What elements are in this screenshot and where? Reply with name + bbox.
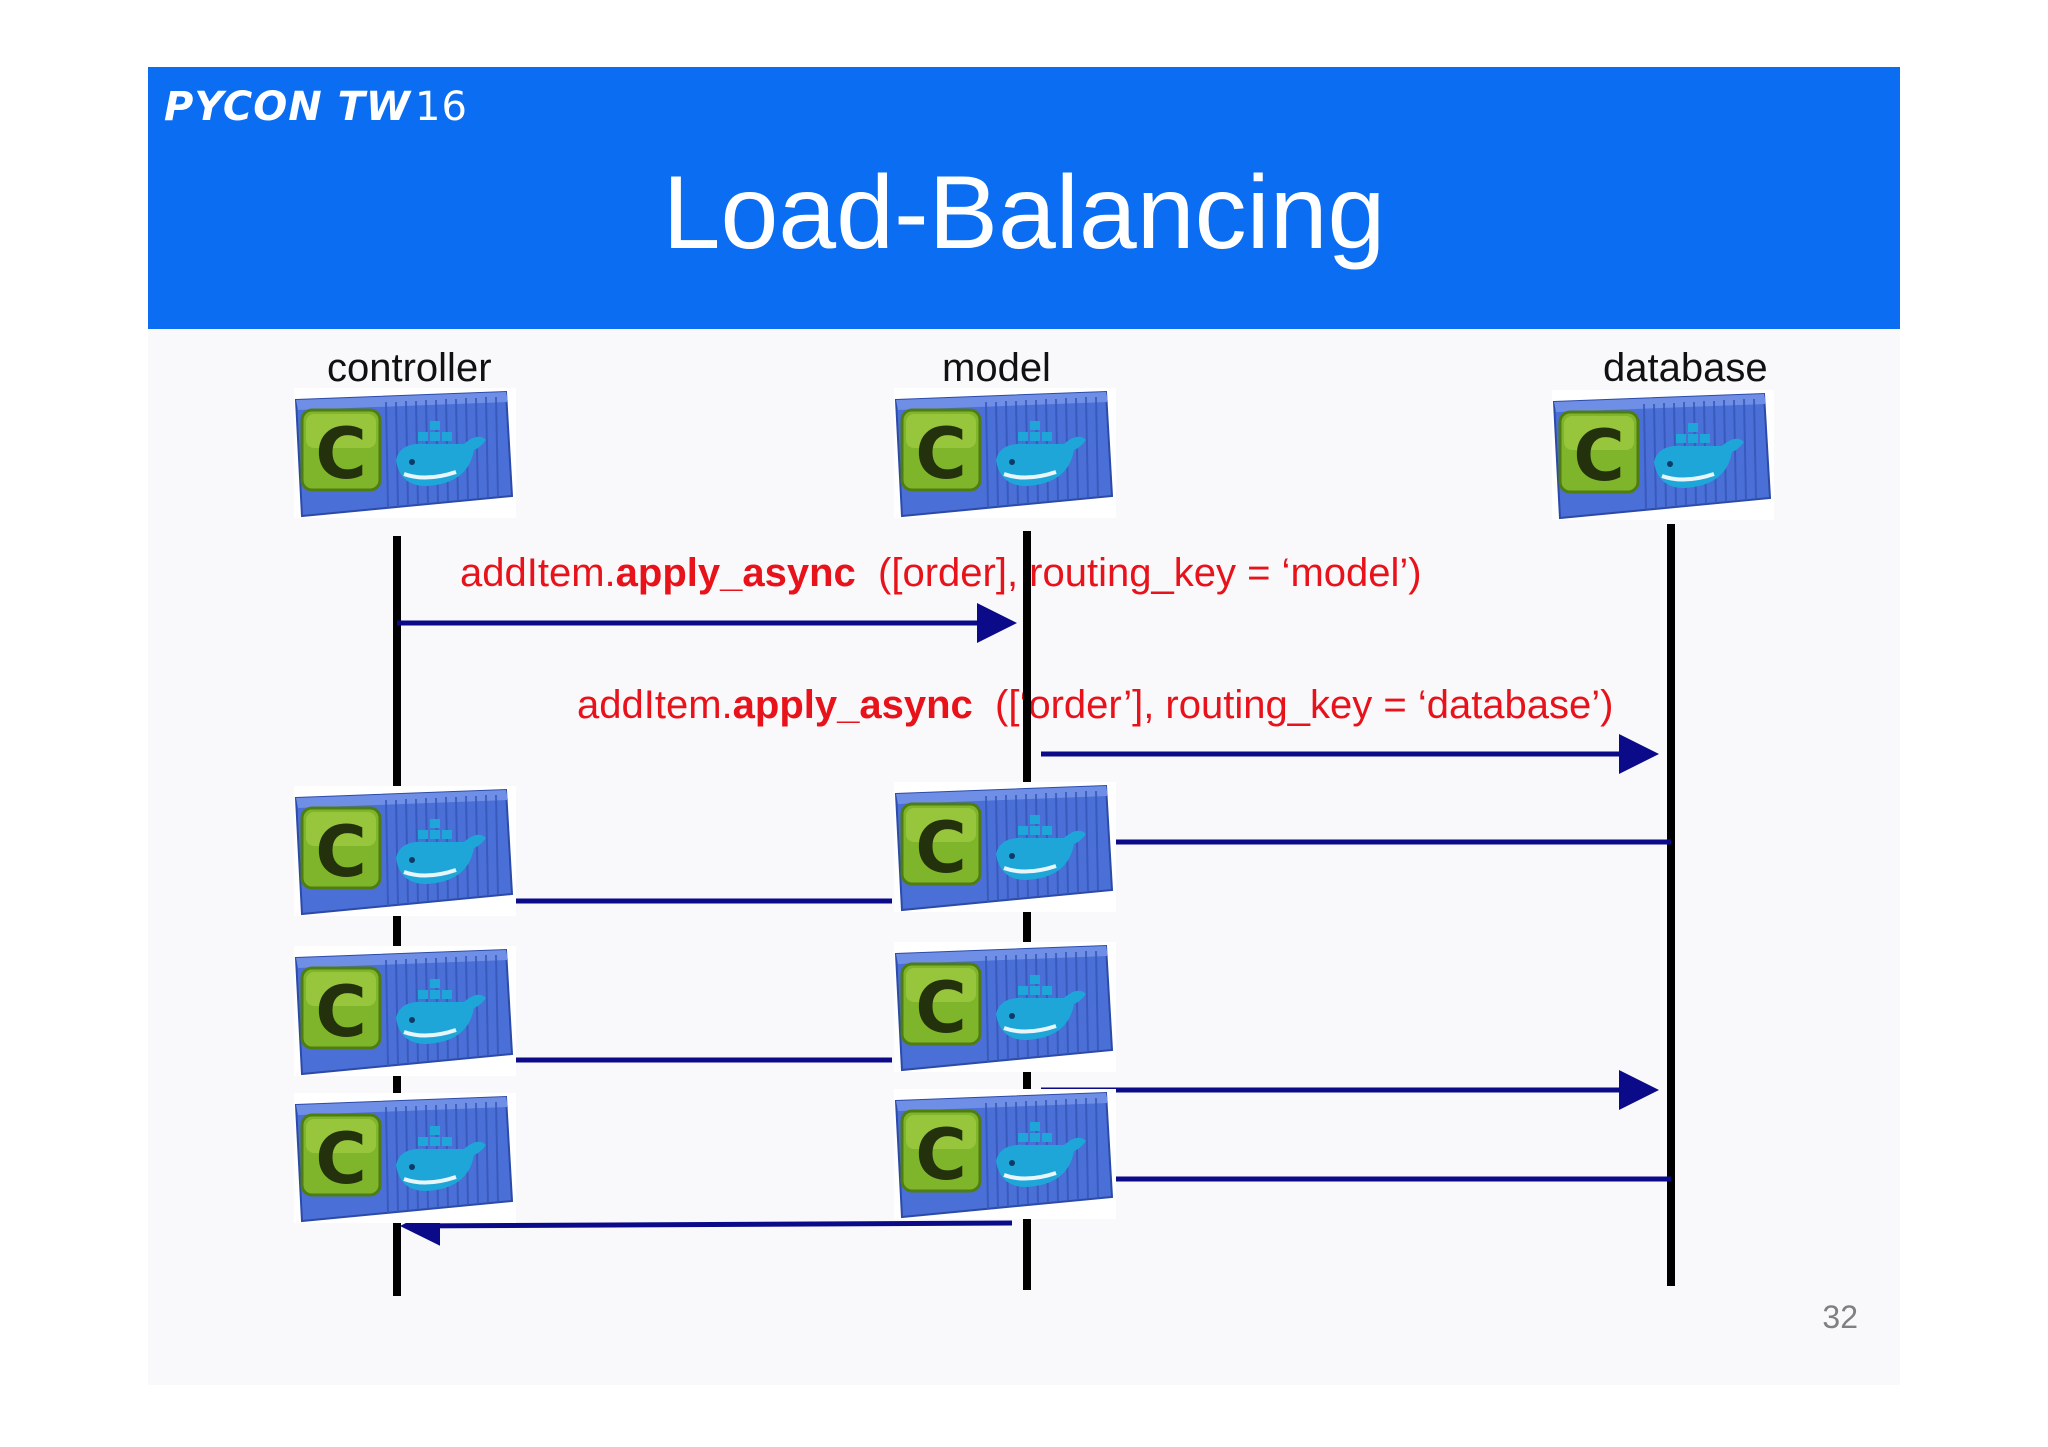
message-prefix: addItem.: [577, 683, 733, 727]
lane-label-database: database: [1603, 346, 1768, 390]
message-label-database: addItem.apply_async ([‘order’], routing_…: [577, 682, 1614, 728]
message-method: apply_async: [732, 683, 973, 727]
container-icon-database-header: [1552, 390, 1774, 520]
container-icon-controller-4: [294, 1093, 516, 1223]
arrow-model-to-controller: [400, 1205, 1013, 1246]
slide-title: Load-Balancing: [662, 155, 1386, 271]
logo-year: 16: [415, 84, 468, 130]
logo-mark: PYCON TW: [164, 84, 412, 130]
lane-label-controller: controller: [327, 346, 492, 390]
message-prefix: addItem.: [460, 551, 616, 595]
container-icon-controller-2: [294, 786, 516, 916]
container-icon-model-header: [894, 388, 1116, 518]
message-method: apply_async: [615, 551, 856, 595]
lane-label-model: model: [942, 346, 1051, 390]
message-args: ([‘order’], routing_key = ‘database’): [972, 683, 1614, 727]
container-icon-controller-3: [294, 946, 516, 1076]
container-icon-model-4: [894, 1089, 1116, 1219]
message-args: ([order], routing_key = ‘model’): [855, 551, 1422, 595]
page-number: 32: [1822, 1299, 1858, 1335]
container-icon-controller-header: [294, 388, 516, 518]
message-label-model: addItem.apply_async ([order], routing_ke…: [460, 550, 1422, 596]
container-icon-model-2: [894, 782, 1116, 912]
container-icon-model-3: [894, 942, 1116, 1072]
